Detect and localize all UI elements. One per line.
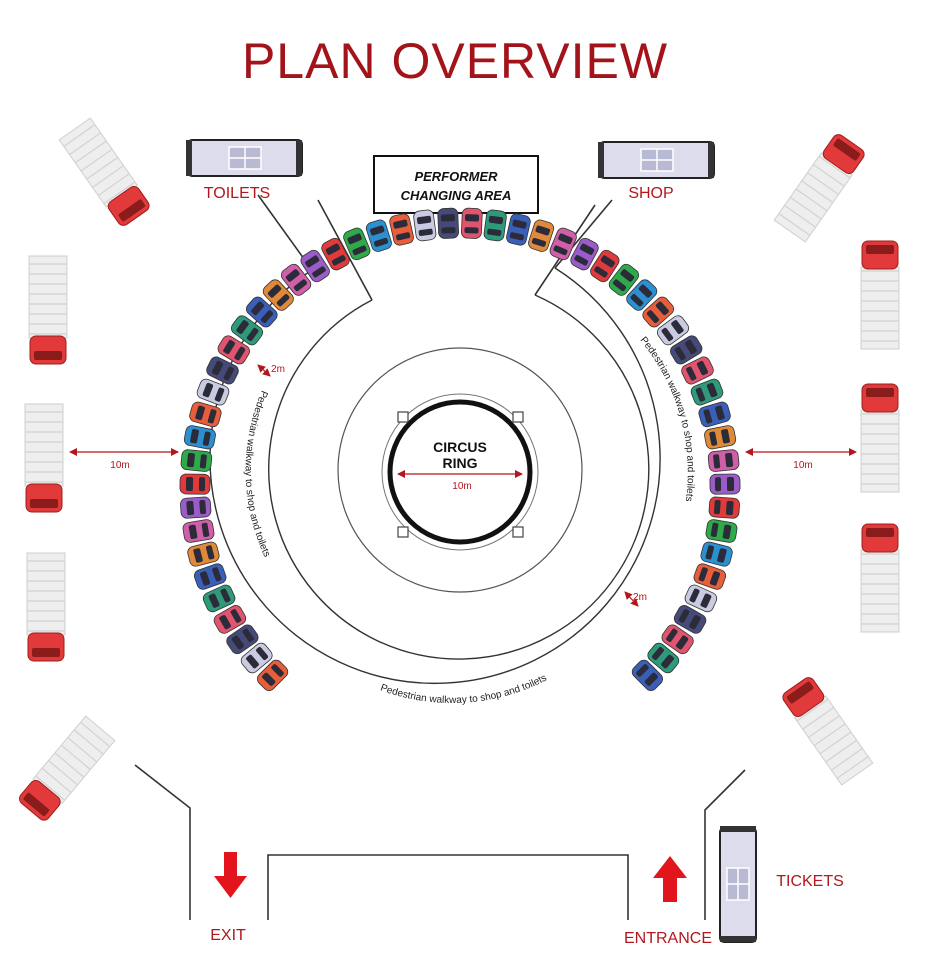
lower-gap-label: 2m <box>633 592 647 603</box>
car <box>226 624 259 655</box>
truck <box>24 403 64 513</box>
car <box>684 584 718 613</box>
truck <box>58 117 150 226</box>
car <box>549 227 577 261</box>
walkway-label-bottom: Pedestrian walkway to shop and toilets <box>379 673 549 706</box>
toilets-label: TOILETS <box>204 185 270 202</box>
truck <box>19 715 116 821</box>
car <box>708 496 740 519</box>
car <box>257 659 289 691</box>
ring-border <box>381 393 539 551</box>
tickets-booth <box>719 826 757 943</box>
truck <box>860 523 900 633</box>
car <box>280 263 312 296</box>
truck <box>782 677 874 786</box>
car <box>709 473 741 495</box>
walkway-lines <box>134 194 746 920</box>
shop-trailer <box>598 141 715 179</box>
ring-label-line1: CIRCUS <box>433 439 487 455</box>
performer-label-line1: PERFORMER <box>414 169 498 184</box>
car <box>698 401 731 428</box>
right-distance-label: 10m <box>793 460 812 471</box>
car <box>506 213 531 246</box>
car <box>483 209 507 242</box>
car <box>528 219 555 252</box>
walkway-label-left: Pedestrian walkway to shop and toilets <box>243 389 273 559</box>
car <box>693 563 727 590</box>
lower-gap-arrow <box>624 591 639 607</box>
car <box>343 227 371 261</box>
car <box>705 519 738 543</box>
car <box>389 213 414 246</box>
entrance-label: ENTRANCE <box>624 930 712 947</box>
circus-ring <box>387 399 533 545</box>
ring-label-line2: RING <box>443 455 478 471</box>
car <box>626 279 658 311</box>
performer-label-line2: CHANGING AREA <box>401 188 512 203</box>
car <box>673 605 707 634</box>
left-distance-label: 10m <box>110 460 129 471</box>
car <box>704 425 737 450</box>
truck <box>26 552 66 662</box>
exit-label: EXIT <box>210 927 246 944</box>
car <box>321 237 350 271</box>
car <box>707 449 740 472</box>
truck <box>860 383 900 493</box>
car <box>240 642 273 674</box>
performer-changing-area <box>373 155 539 214</box>
car <box>262 279 294 311</box>
shop-label: SHOP <box>628 185 673 202</box>
tickets-label: TICKETS <box>776 873 844 890</box>
car <box>437 207 459 239</box>
car <box>608 263 640 296</box>
car <box>413 209 437 242</box>
car <box>681 356 714 385</box>
car <box>642 296 674 328</box>
toilets-trailer <box>186 139 303 177</box>
trucks-group <box>19 117 900 821</box>
car <box>183 425 216 450</box>
upper-gap-arrow <box>257 364 271 377</box>
car <box>570 237 599 271</box>
arrow-down-icon <box>214 852 247 898</box>
car <box>189 401 222 428</box>
car <box>590 249 620 283</box>
outer-ring-circle <box>337 347 583 593</box>
car <box>179 473 211 495</box>
car <box>187 541 220 567</box>
car <box>213 605 247 634</box>
car <box>180 496 212 519</box>
car <box>661 624 694 655</box>
car <box>670 335 703 365</box>
car <box>647 642 680 674</box>
car <box>365 219 392 252</box>
truck <box>28 255 68 365</box>
ring-posts <box>397 411 524 538</box>
car <box>206 356 239 385</box>
truck <box>773 134 865 243</box>
car <box>690 378 724 406</box>
car <box>461 207 483 239</box>
page-title: PLAN OVERVIEW <box>242 33 668 89</box>
cars-ring <box>179 207 741 691</box>
car <box>196 378 230 406</box>
car <box>202 584 236 613</box>
truck <box>860 240 900 350</box>
car <box>182 519 215 543</box>
car <box>631 659 663 691</box>
car <box>246 296 278 328</box>
car <box>193 563 227 590</box>
car <box>300 249 330 283</box>
upper-gap-label: 2m <box>271 364 285 375</box>
car <box>700 541 733 567</box>
ring-width-label: 10m <box>452 481 471 492</box>
car <box>180 449 213 472</box>
car <box>217 335 250 365</box>
car <box>230 315 264 346</box>
arrow-up-icon <box>653 856 687 902</box>
car <box>656 315 690 346</box>
